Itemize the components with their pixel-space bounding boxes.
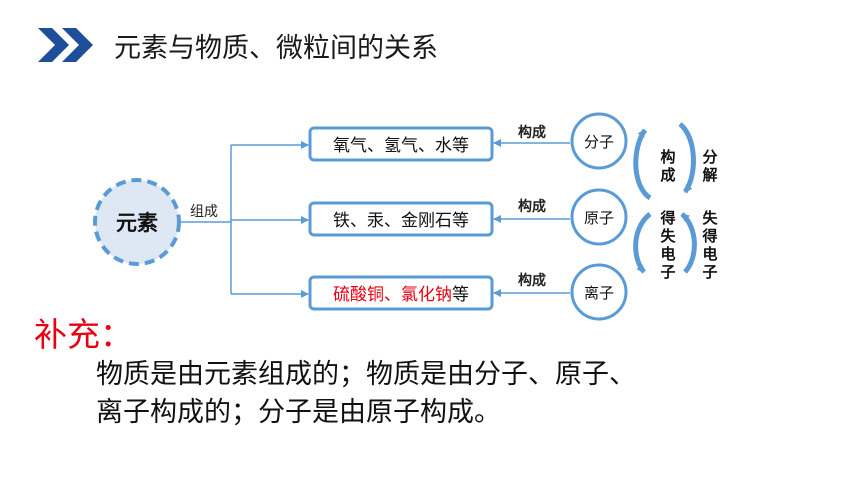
svg-text:构: 构 (660, 148, 675, 166)
substance-box-3 (308, 275, 494, 311)
particle-label-atom: 原子 (584, 209, 614, 227)
curved-arrow-lose-electron (633, 212, 652, 274)
supplement-body: 物质是由元素组成的；物质是由分子、原子、 离子构成的；分子是由原子构成。 (96, 356, 796, 432)
supplement-heading: 补充： (34, 315, 133, 354)
constitute-label-1: 构成 (518, 124, 546, 141)
curved-arrow-decompose (678, 122, 696, 194)
substance-text-2: 铁、汞、金刚石等 (333, 211, 469, 231)
particle-label-ion: 离子 (584, 284, 614, 302)
svg-text:成: 成 (660, 166, 675, 184)
svg-text:失: 失 (660, 227, 676, 245)
svg-text:解: 解 (702, 166, 717, 184)
substance-text-1: 氧气、氢气、水等 (333, 136, 469, 156)
svg-text:得: 得 (701, 227, 717, 245)
constitute-label-2: 构成 (518, 198, 546, 215)
double-chevron-icon (38, 28, 93, 62)
particle-node-atom (570, 188, 628, 246)
header: 元素与物质、微粒间的关系 (0, 0, 860, 70)
compose-label: 组成 (190, 204, 218, 220)
svg-text:电: 电 (660, 245, 675, 263)
svg-text:电: 电 (702, 245, 717, 263)
substance-box-1 (308, 126, 494, 162)
svg-text:得: 得 (659, 209, 675, 227)
outer-label-decompose: 分 解 (702, 148, 717, 184)
substance-text-3: 硫酸铜、氯化钠等 (333, 285, 469, 305)
supplement-line-2: 离子构成的；分子是由原子构成。 (96, 397, 501, 428)
curved-arrow-constitute (633, 128, 652, 201)
particle-node-molecule (570, 112, 628, 170)
inner-label-constitute: 构 成 (660, 148, 675, 184)
constitute-label-3: 构成 (518, 272, 546, 289)
svg-text:分: 分 (702, 148, 717, 166)
element-label: 元素 (116, 211, 158, 235)
svg-text:子: 子 (702, 263, 717, 281)
svg-text:子: 子 (660, 263, 675, 281)
outer-label-lose-gain-electron: 失 得 电 子 (701, 209, 718, 281)
supplement-line-1: 物质是由元素组成的；物质是由分子、原子、 (96, 359, 636, 390)
particle-label-molecule: 分子 (584, 133, 614, 151)
page-title: 元素与物质、微粒间的关系 (114, 33, 438, 64)
svg-text:失: 失 (702, 209, 718, 227)
element-node (93, 178, 181, 266)
substance-box-2 (308, 201, 494, 237)
particle-node-ion (570, 263, 628, 321)
inner-label-gain-lose-electron: 得 失 电 子 (659, 209, 676, 281)
curved-arrow-gain-electron (680, 212, 697, 274)
